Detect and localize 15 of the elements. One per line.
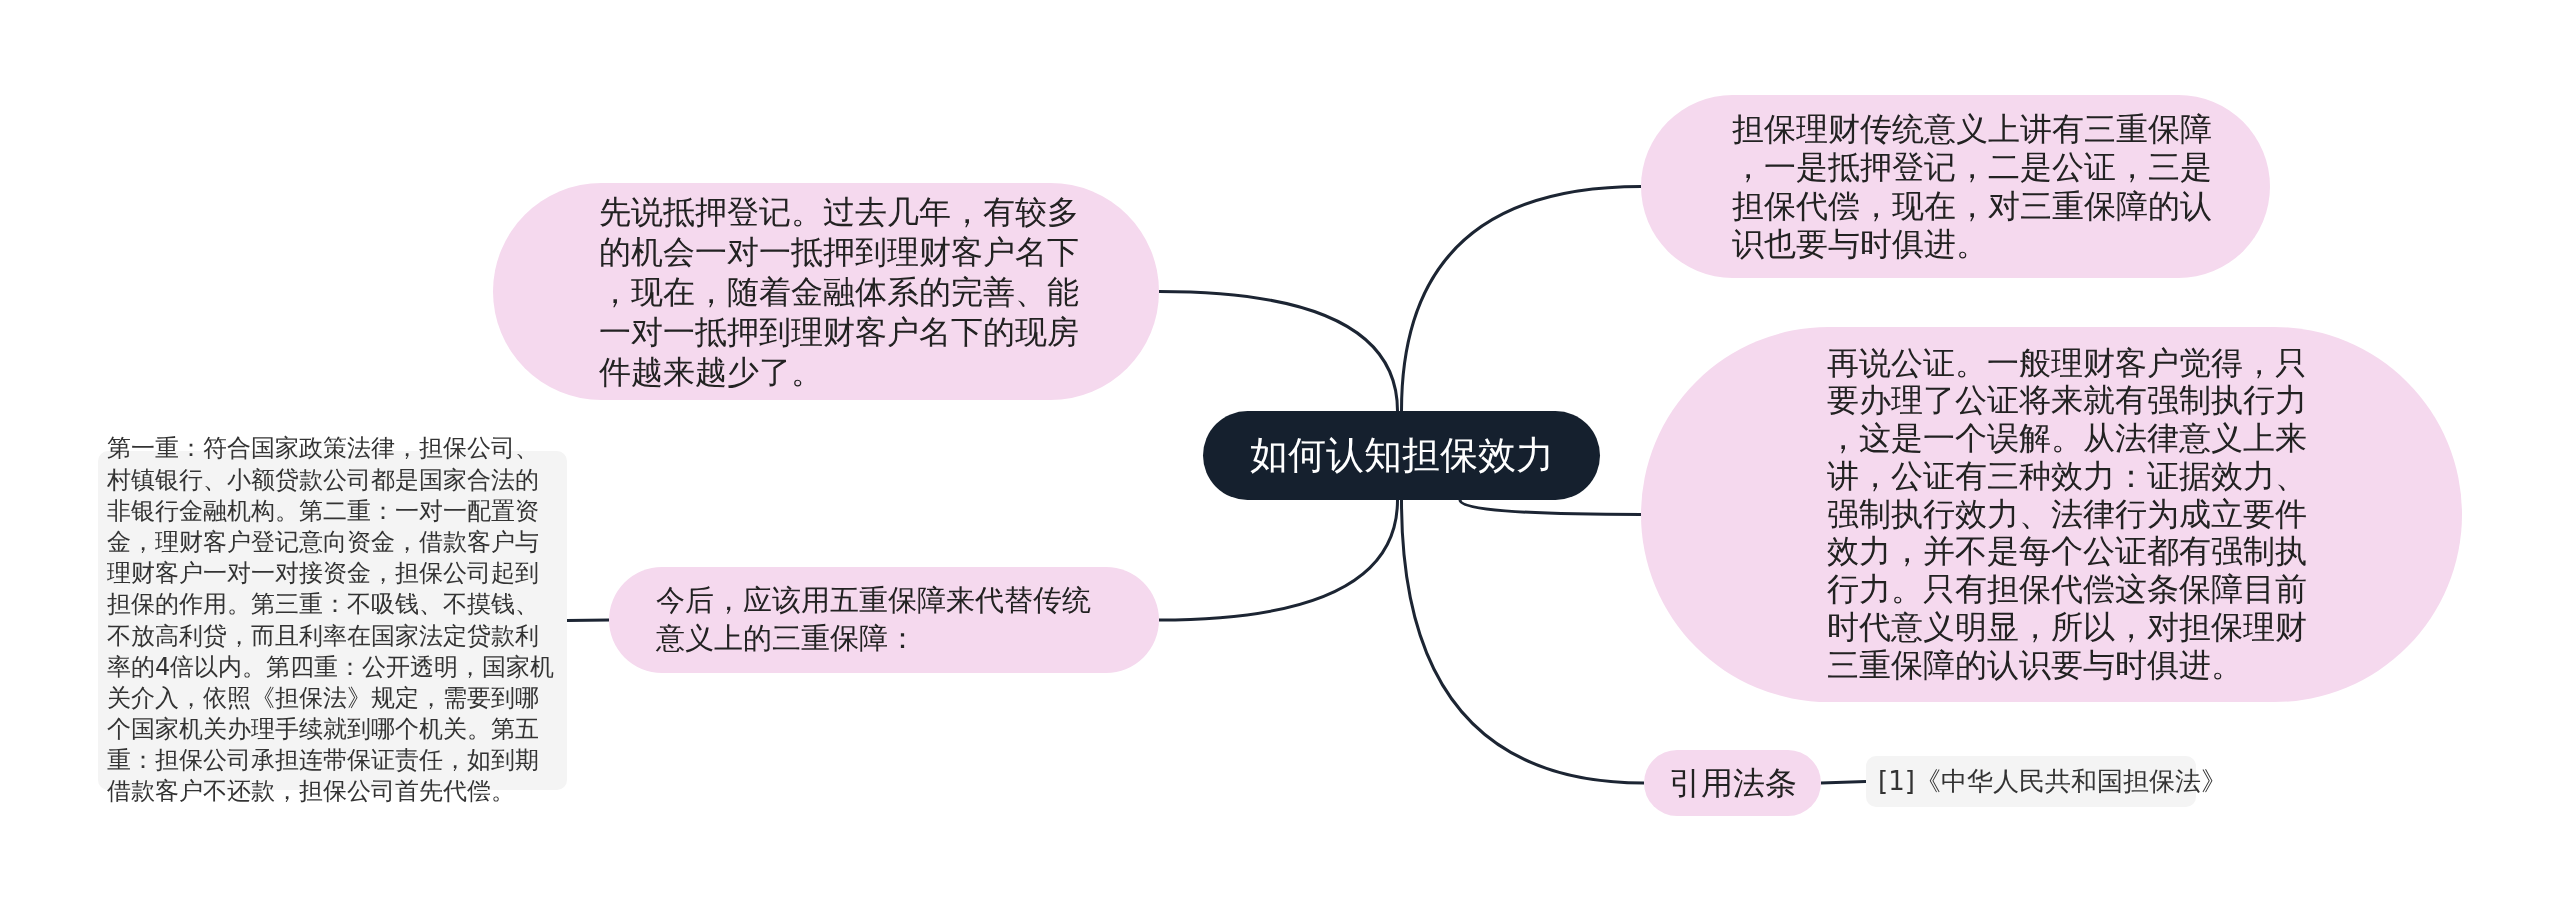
node-text: 引用法条 [1668, 763, 1797, 803]
node-text: 今后，应该用五重保障来代替传统意义上的三重保障： [656, 582, 1092, 657]
node-text: 第一重：符合国家政策法律，担保公司、村镇银行、小额贷款公司都是国家合法的非银行金融机构。第二重：一对一配置资金，理财客户登记意向资金，借款客户与理财客户一对一对接资金，担保公司起到担保的作用。第三重：不吸钱、不摸钱、不放高利贷，而且利率在国家法定贷款利率的4倍以内。第四重：公开透明，国家机关介入，依照《担保法》规定，需要到哪个国家机关办理手续就到哪个机关。第五重：担保公司承担连带保证责任，如到期借款客户不还款，担保公司首先代偿。 [107, 433, 556, 808]
connector-line [1458, 499, 1641, 516]
connector-line [1400, 499, 1645, 785]
node-text: 先说抵押登记。过去几年，有较多的机会一对一抵押到理财客户名下，现在，随着金融体系的完善、能一对一抵押到理财客户名下的现房件越来越少了。 [599, 191, 1080, 392]
connector-line [1158, 499, 1399, 622]
node-text: 再说公证。一般理财客户觉得，只要办理了公证将来就有强制执行力，这是一个误解。从法律意义上来讲，公证有三种效力：证据效力、强制执行效力、法律行为成立要件效力，并不是每个公证都有强制执行力。只有担保代偿这条保障目前时代意义明显，所以，对担保理财三重保障的认识要与时俱进。 [1827, 344, 2308, 685]
connector-line [1158, 290, 1399, 412]
node-text: 如何认知担保效力 [1249, 432, 1554, 479]
connector-line [1400, 185, 1642, 412]
connector-line [1820, 780, 1867, 785]
node-text: [1]《中华人民共和国担保法》 [1878, 765, 2227, 798]
connector-line [567, 618, 609, 622]
node-text: 担保理财传统意义上讲有三重保障，一是抵押登记，二是公证，三是担保代偿，现在，对三重保障的认识也要与时俱进。 [1732, 109, 2213, 264]
